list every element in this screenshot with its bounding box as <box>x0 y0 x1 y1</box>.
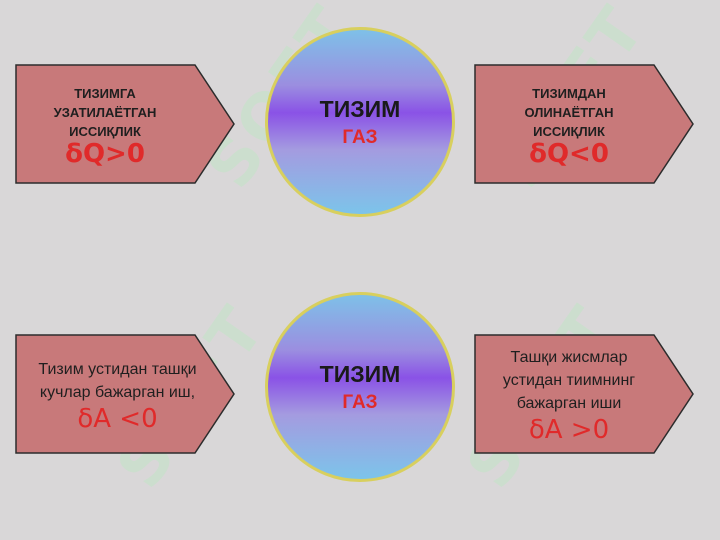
arrow-shape <box>15 334 235 454</box>
arrow-shape <box>474 64 694 184</box>
system-circle: ТИЗИМ ГАЗ <box>265 27 455 217</box>
arrow-line: Ташқи жисмлар <box>510 349 628 366</box>
arrow-line: ИССИҚЛИК <box>69 124 141 139</box>
system-circle: ТИЗИМ ГАЗ <box>265 292 455 482</box>
gas-label: ГАЗ <box>342 126 378 148</box>
system-label: ТИЗИМ <box>319 360 401 387</box>
arrow-line: УЗАТИЛАЁТГАН <box>53 105 157 120</box>
arrow-line: ИССИҚЛИК <box>533 124 605 139</box>
arrow-line: Тизим устидан ташқи <box>38 360 197 378</box>
heat-formula: δQ<0 <box>529 139 609 169</box>
system-work-arrow: Ташқи жисмлар устидан тиимнинг бажарган … <box>474 334 694 454</box>
incoming-heat-arrow: ТИЗИМГА УЗАТИЛАЁТГАН ИССИҚЛИК δQ>0 <box>15 64 235 184</box>
external-work-arrow: Тизим устидан ташқи кучлар бажарган иш, … <box>15 334 235 454</box>
work-formula: δA >0 <box>528 415 610 445</box>
system-label: ТИЗИМ <box>319 95 401 122</box>
arrow-line: кучлар бажарган иш, <box>39 383 196 401</box>
arrow-line: ТИЗИМГА <box>74 86 136 101</box>
gas-label: ГАЗ <box>342 391 378 413</box>
arrow-line: ОЛИНАЁТГАН <box>524 105 614 120</box>
arrow-shape <box>15 64 235 184</box>
outgoing-heat-arrow: ТИЗИМДАН ОЛИНАЁТГАН ИССИҚЛИК δQ<0 <box>474 64 694 184</box>
work-formula: δA <0 <box>77 403 158 434</box>
arrow-line: устидан тиимнинг <box>502 372 636 389</box>
arrow-line: бажарган иши <box>516 395 622 412</box>
heat-formula: δQ>0 <box>65 139 145 169</box>
arrow-shape <box>474 334 694 454</box>
arrow-line: ТИЗИМДАН <box>532 86 606 101</box>
